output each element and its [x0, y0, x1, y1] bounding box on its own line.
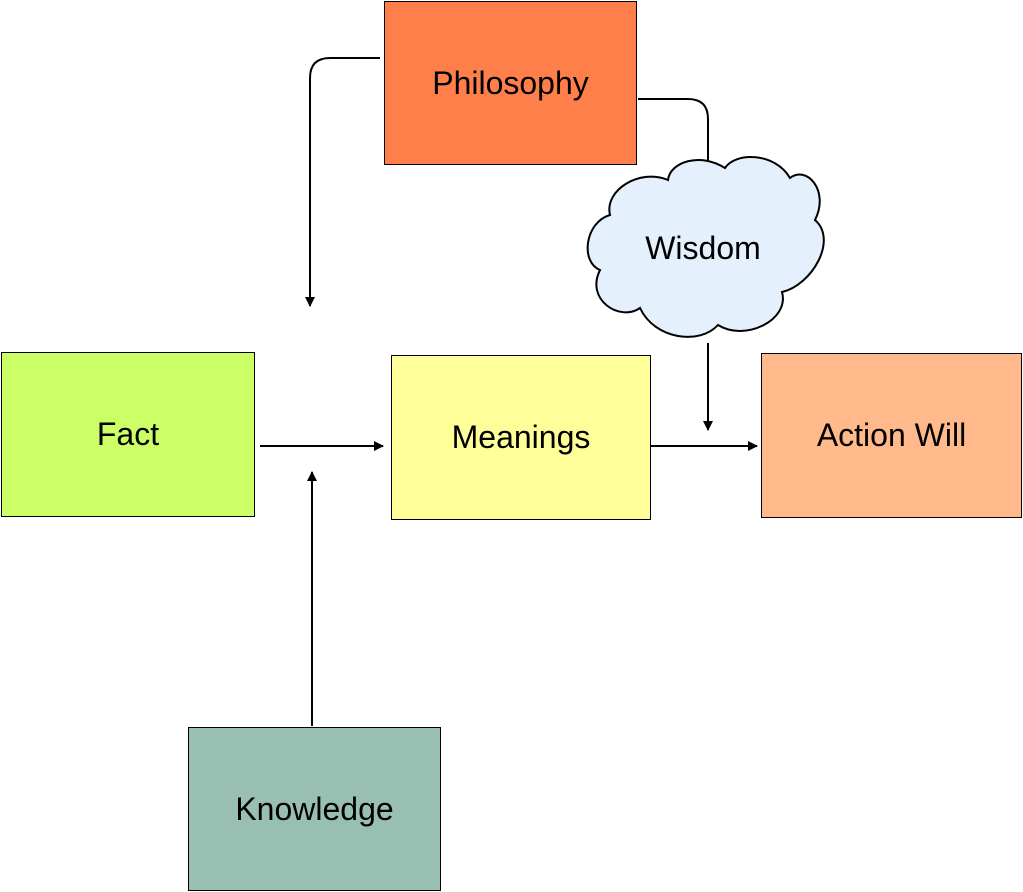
meanings-label: Meanings	[451, 419, 591, 455]
knowledge-box: Knowledge	[188, 727, 441, 891]
action-will-box: Action Will	[761, 353, 1022, 518]
philosophy-box: Philosophy	[384, 1, 637, 165]
action-will-label: Action Will	[816, 417, 967, 453]
connector-philosophy-to-fact-link	[305, 57, 380, 307]
connector-philosophy-to-wisdom	[638, 98, 709, 170]
philosophy-label: Philosophy	[432, 64, 589, 101]
fact-box: Fact	[1, 352, 255, 517]
wisdom-label: Wisdom	[645, 229, 761, 266]
meanings-box: Meanings	[391, 355, 651, 520]
fact-label: Fact	[96, 416, 160, 452]
knowledge-label: Knowledge	[235, 790, 394, 827]
wisdom-cloud	[586, 156, 825, 338]
